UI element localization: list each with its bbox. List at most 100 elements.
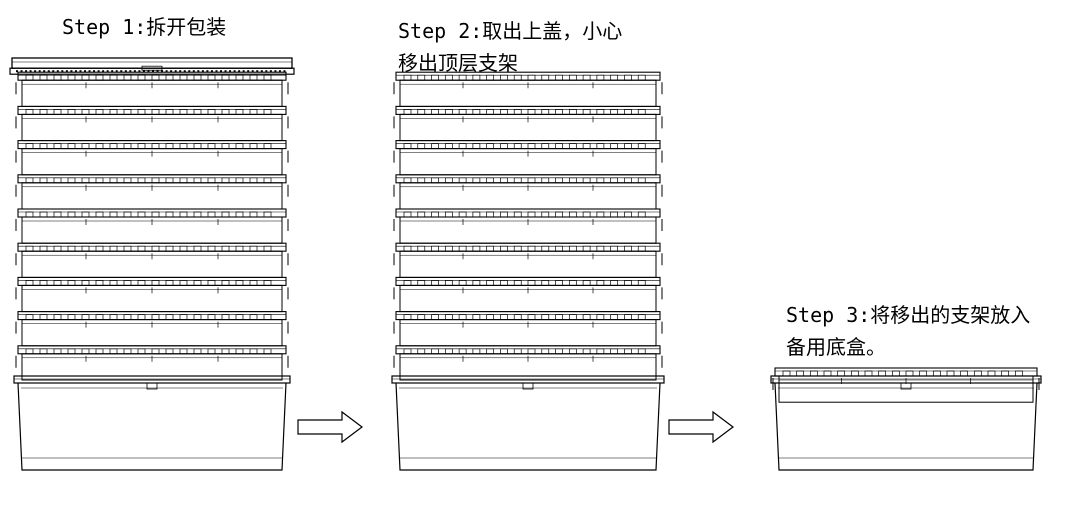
rack-tooth (486, 74, 495, 81)
rack-tooth (67, 348, 76, 355)
rack-tooth (472, 74, 481, 81)
rack-tooth (472, 245, 481, 252)
rack-tooth (637, 177, 646, 184)
rack-tier-body (399, 148, 657, 176)
rack-tooth (207, 211, 216, 218)
rack-tooth (444, 280, 453, 286)
rack-tooth (193, 314, 202, 320)
rack-tooth (458, 143, 467, 149)
rack-tooth (151, 314, 160, 320)
rack-tooth (582, 211, 591, 218)
rack-tooth (235, 211, 244, 218)
rack-tooth (81, 143, 90, 149)
base-center-tab (900, 382, 912, 390)
rack-tooth (568, 143, 577, 149)
step2-caption: Step 2:取出上盖，小心 移出顶层支架 (398, 19, 622, 75)
rack-tooth (555, 74, 563, 81)
rack-tooth (850, 370, 859, 377)
rack-tooth (582, 245, 591, 252)
rack-tooth (249, 74, 258, 81)
rack-tooth (555, 245, 563, 252)
rack-tier-body (399, 79, 657, 107)
rack-tooth (165, 245, 174, 252)
rack-tooth (221, 211, 230, 218)
rack-tooth (596, 143, 605, 149)
rack-tooth (486, 348, 495, 355)
rack-tooth (555, 211, 563, 218)
rack-tooth (81, 314, 90, 320)
rack-tooth (541, 280, 550, 286)
rack-tooth (39, 177, 48, 184)
rack-tooth (1014, 370, 1023, 377)
rack-tooth (513, 143, 522, 149)
lid-rim (9, 67, 295, 75)
rack-tooth (403, 143, 412, 149)
rack-tooth (987, 370, 996, 377)
rack-tooth (123, 109, 132, 115)
rack-tooth (796, 370, 805, 377)
rack-tier-body (399, 216, 657, 244)
rack-tier-7 (15, 140, 289, 176)
rack-tooth (472, 177, 481, 184)
rack-tooth (207, 314, 216, 320)
rack-tier-body (399, 182, 657, 210)
rack-tooth (235, 177, 244, 184)
rack-tooth (624, 245, 632, 252)
rack-tooth (235, 143, 244, 149)
rack-tooth (81, 109, 90, 115)
rack-tooth (458, 348, 467, 355)
rack-tooth (95, 109, 104, 115)
rack-top-strip (17, 311, 287, 321)
rack-tooth (39, 280, 48, 286)
rack-tooth (458, 245, 467, 252)
rack-tooth (596, 348, 605, 355)
rack-tier-5 (15, 208, 289, 244)
rack-tooth (25, 211, 34, 218)
rack-tier-2 (393, 311, 663, 347)
rack-tooth (95, 143, 104, 149)
rack-tooth (151, 211, 160, 218)
rack-tooth (624, 143, 632, 149)
rack-tooth (207, 143, 216, 149)
rack-tier-body (21, 353, 283, 381)
rack-tooth (431, 143, 439, 149)
rack-tooth (527, 280, 536, 286)
rack-tooth (582, 143, 591, 149)
rack-tooth (403, 314, 412, 320)
rack-tooth (431, 314, 439, 320)
rack-tier-7 (393, 140, 663, 176)
rack-tooth (458, 177, 467, 184)
rack-tooth (596, 109, 605, 115)
rack-tooth (67, 109, 76, 115)
rack-tooth (637, 245, 646, 252)
rack-top-strip (395, 345, 661, 355)
rack-tooth (165, 143, 174, 149)
rack-tooth (263, 211, 272, 218)
rack-tooth (53, 74, 62, 81)
rack-tooth (25, 143, 34, 149)
rack-tooth (486, 109, 495, 115)
rack-tooth (555, 143, 563, 149)
rack-tooth (582, 348, 591, 355)
rack-tooth (864, 370, 873, 377)
rack-tooth (417, 177, 426, 184)
rack-tooth (472, 280, 481, 286)
rack-tooth (486, 143, 495, 149)
rack-tier-body (399, 113, 657, 142)
rack-tooth (151, 74, 160, 81)
rack-tier-body (21, 284, 283, 313)
rack-tooth (53, 109, 62, 115)
base-center-tab (146, 382, 158, 390)
rack-tooth (444, 314, 453, 320)
rack-tooth (403, 211, 412, 218)
rack-tooth (151, 348, 160, 355)
rack-tier-3 (15, 276, 289, 313)
rack-tooth (596, 74, 605, 81)
rack-tooth (81, 211, 90, 218)
rack-tooth (568, 245, 577, 252)
rack-tooth (235, 314, 244, 320)
rack-tooth (95, 245, 104, 252)
rack-tooth (249, 177, 258, 184)
rack-tooth (472, 314, 481, 320)
rack-tooth (95, 280, 104, 286)
